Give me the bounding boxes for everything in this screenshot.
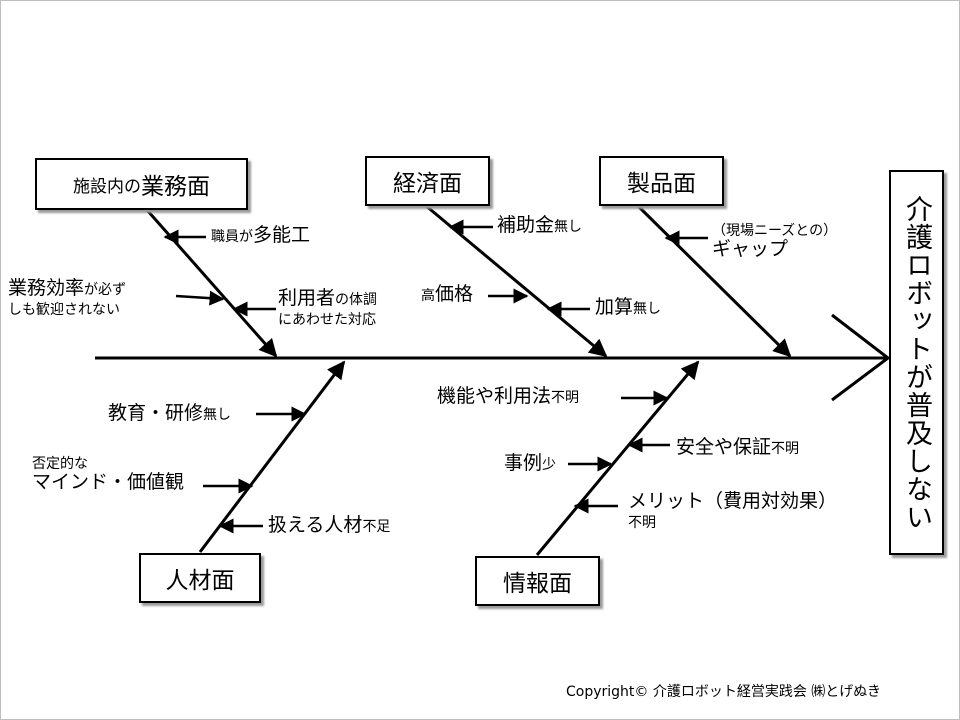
category-human-label: 人材面 [165, 568, 235, 594]
cause-info-1-suffix: 不明 [551, 390, 580, 406]
cause-business-1-main: 多能工 [253, 224, 311, 246]
category-economy: 経済面 [365, 156, 490, 206]
bone-product [635, 203, 792, 358]
cause-human-1-suffix: 無し [203, 407, 232, 423]
cause-business-3-line2: にあわせた対応 [278, 311, 376, 328]
effect-label: 介護ロボットが普及しない [901, 194, 932, 531]
cause-info-3: 安全や保証不明 [676, 436, 800, 459]
cause-business-2-main: 業務効率 [8, 277, 85, 299]
cause-business-1: 職員が多能工 [211, 224, 311, 247]
cause-human-1-main: 教育・研修 [108, 402, 204, 424]
category-info-label: 情報面 [503, 571, 572, 597]
cause-human-1: 教育・研修無し [108, 402, 232, 425]
cause-info-2-main: 事例 [504, 452, 543, 474]
spine-arrowhead [831, 313, 891, 402]
cause-economy-1-main: 補助金 [497, 214, 555, 236]
arrow-business-2 [175, 290, 225, 306]
cause-info-1-main: 機能や利用法 [437, 385, 552, 407]
cause-human-2: 否定的な マインド・価値観 [32, 454, 184, 494]
cause-business-1-prefix: 職員が [211, 229, 253, 245]
cause-product-1-line1: （現場ニーズとの） [712, 223, 838, 239]
cause-info-4-main: メリット（費用対効果） [628, 490, 838, 512]
cause-human-2-line1: 否定的な [32, 456, 88, 472]
cause-business-3-rest: の体調 [335, 292, 378, 308]
cause-info-2: 事例少 [504, 452, 557, 475]
category-product: 製品面 [599, 156, 724, 206]
cause-human-3: 扱える人材不足 [268, 514, 391, 537]
bone-info [535, 360, 700, 556]
category-business-label: 業務面 [141, 174, 210, 200]
cause-economy-3-main: 加算 [595, 296, 634, 318]
cause-business-2-line2: しも歓迎されない [8, 301, 120, 318]
cause-info-4: メリット（費用対効果） 不明 [628, 490, 838, 531]
cause-info-2-suffix: 少 [542, 457, 557, 473]
cause-business-2-rest: が必ず [84, 282, 127, 298]
category-economy-label: 経済面 [393, 171, 462, 197]
cause-human-3-main: 扱える人材 [268, 514, 363, 536]
category-human: 人材面 [139, 553, 261, 603]
category-business: 施設内の業務面 [35, 158, 248, 210]
cause-business-3: 利用者の体調 にあわせた対応 [278, 287, 378, 328]
cause-product-1: （現場ニーズとの） ギャップ [712, 221, 837, 261]
cause-economy-3: 加算無し [595, 296, 662, 319]
category-product-label: 製品面 [627, 171, 696, 197]
cause-economy-2-prefix: 高 [421, 288, 435, 304]
cause-info-4-suffix: 不明 [628, 514, 656, 531]
cause-economy-1: 補助金無し [497, 214, 583, 237]
cause-info-3-main: 安全や保証 [676, 436, 772, 458]
cause-economy-3-suffix: 無し [633, 301, 662, 317]
cause-business-2: 業務効率が必ず しも歓迎されない [8, 277, 127, 318]
cause-human-3-suffix: 不足 [362, 519, 391, 535]
cause-info-3-suffix: 不明 [771, 441, 800, 457]
cause-economy-2-main: 価格 [435, 283, 474, 305]
category-business-prefix: 施設内の [73, 176, 141, 197]
effect-box: 介護ロボットが普及しない [889, 170, 944, 555]
cause-business-3-main: 利用者 [278, 287, 336, 309]
cause-human-2-main: マインド・価値観 [32, 471, 185, 494]
cause-economy-2: 高価格 [421, 283, 474, 306]
cause-product-1-main: ギャップ [712, 238, 789, 261]
cause-economy-1-suffix: 無し [554, 219, 583, 235]
category-info: 情報面 [475, 556, 600, 606]
copyright-notice: Copyright© 介護ロボット経営実践会 ㈱とげぬき [566, 684, 882, 700]
cause-info-1: 機能や利用法不明 [437, 385, 580, 408]
